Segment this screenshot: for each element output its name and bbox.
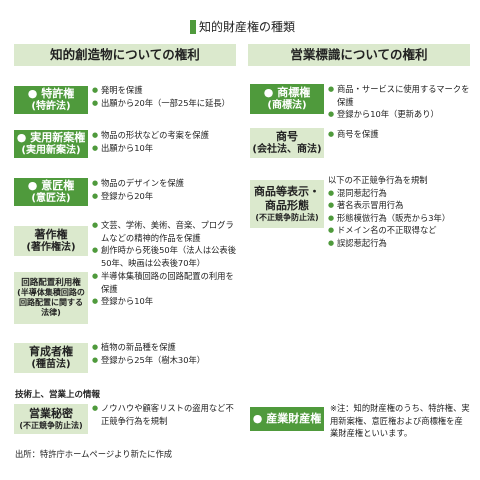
copyright-box: 著作権(著作権法) (14, 226, 88, 256)
circuit-layout-description: 半導体集積回路の回路配置の利用を保護 登録から10年 (92, 270, 238, 308)
trademark-box: ● 商標権(商標法) (250, 84, 324, 114)
circuit-layout-box: 回路配置利用権(半導体集積回路の回路配置に関する法律) (14, 272, 88, 324)
design-right-description: 物品のデザインを保護 登録から20年 (92, 177, 238, 202)
industrial-property-note: ※注：知的財産権のうち、特許権、実用新案権、意匠権および商標権を産業財産権といい… (330, 403, 470, 438)
design-right-box: ● 意匠権(意匠法) (14, 178, 88, 206)
page-title: 知的財産権の種類 (199, 20, 296, 34)
patent-right-description: 発明を保護 出願から20年（一部25年に延長） (92, 84, 238, 109)
product-indication-box: 商品等表示・商品形態(不正競争防止法) (250, 180, 324, 228)
right-section-header: 営業標識についての権利 (248, 44, 470, 66)
title-marker (190, 20, 196, 34)
breeder-right-description: 植物の新品種を保護 登録から25年（樹木30年） (92, 341, 238, 366)
trademark-description: 商品・サービスに使用するマークを保護 登録から10年（更新あり） (328, 83, 470, 121)
source-note: 出所：特許庁ホームページより新たに作成 (15, 449, 173, 459)
trade-secret-box: 営業秘密(不正競争防止法) (14, 404, 88, 434)
product-indication-description: 以下の不正競争行為を規制 混同惹起行為 著名表示冒用行為 形態模倣行為（販売から… (328, 174, 470, 249)
utility-model-description: 物品の形状などの考案を保護 出願から10年 (92, 129, 238, 154)
trade-secret-description: ノウハウや顧客リストの盗用など不正競争行為を規制 (92, 402, 238, 427)
left-section-header: 知的創造物についての権利 (14, 44, 236, 66)
trade-name-box: 商号(会社法、商法) (250, 128, 324, 158)
utility-model-box: ● 実用新案権(実用新案法) (14, 130, 88, 158)
breeder-right-box: 育成者権(種苗法) (14, 343, 88, 373)
trade-secret-heading: 技術上、営業上の情報 (15, 390, 101, 400)
patent-right-box: ● 特許権(特許法) (14, 86, 88, 114)
trade-name-description: 商号を保護 (328, 128, 470, 141)
industrial-property-box: ● 産業財産権 (250, 407, 324, 431)
copyright-description: 文芸、学術、美術、音楽、プログラムなどの精神的作品を保護 創作時から死後50年（… (92, 219, 238, 269)
